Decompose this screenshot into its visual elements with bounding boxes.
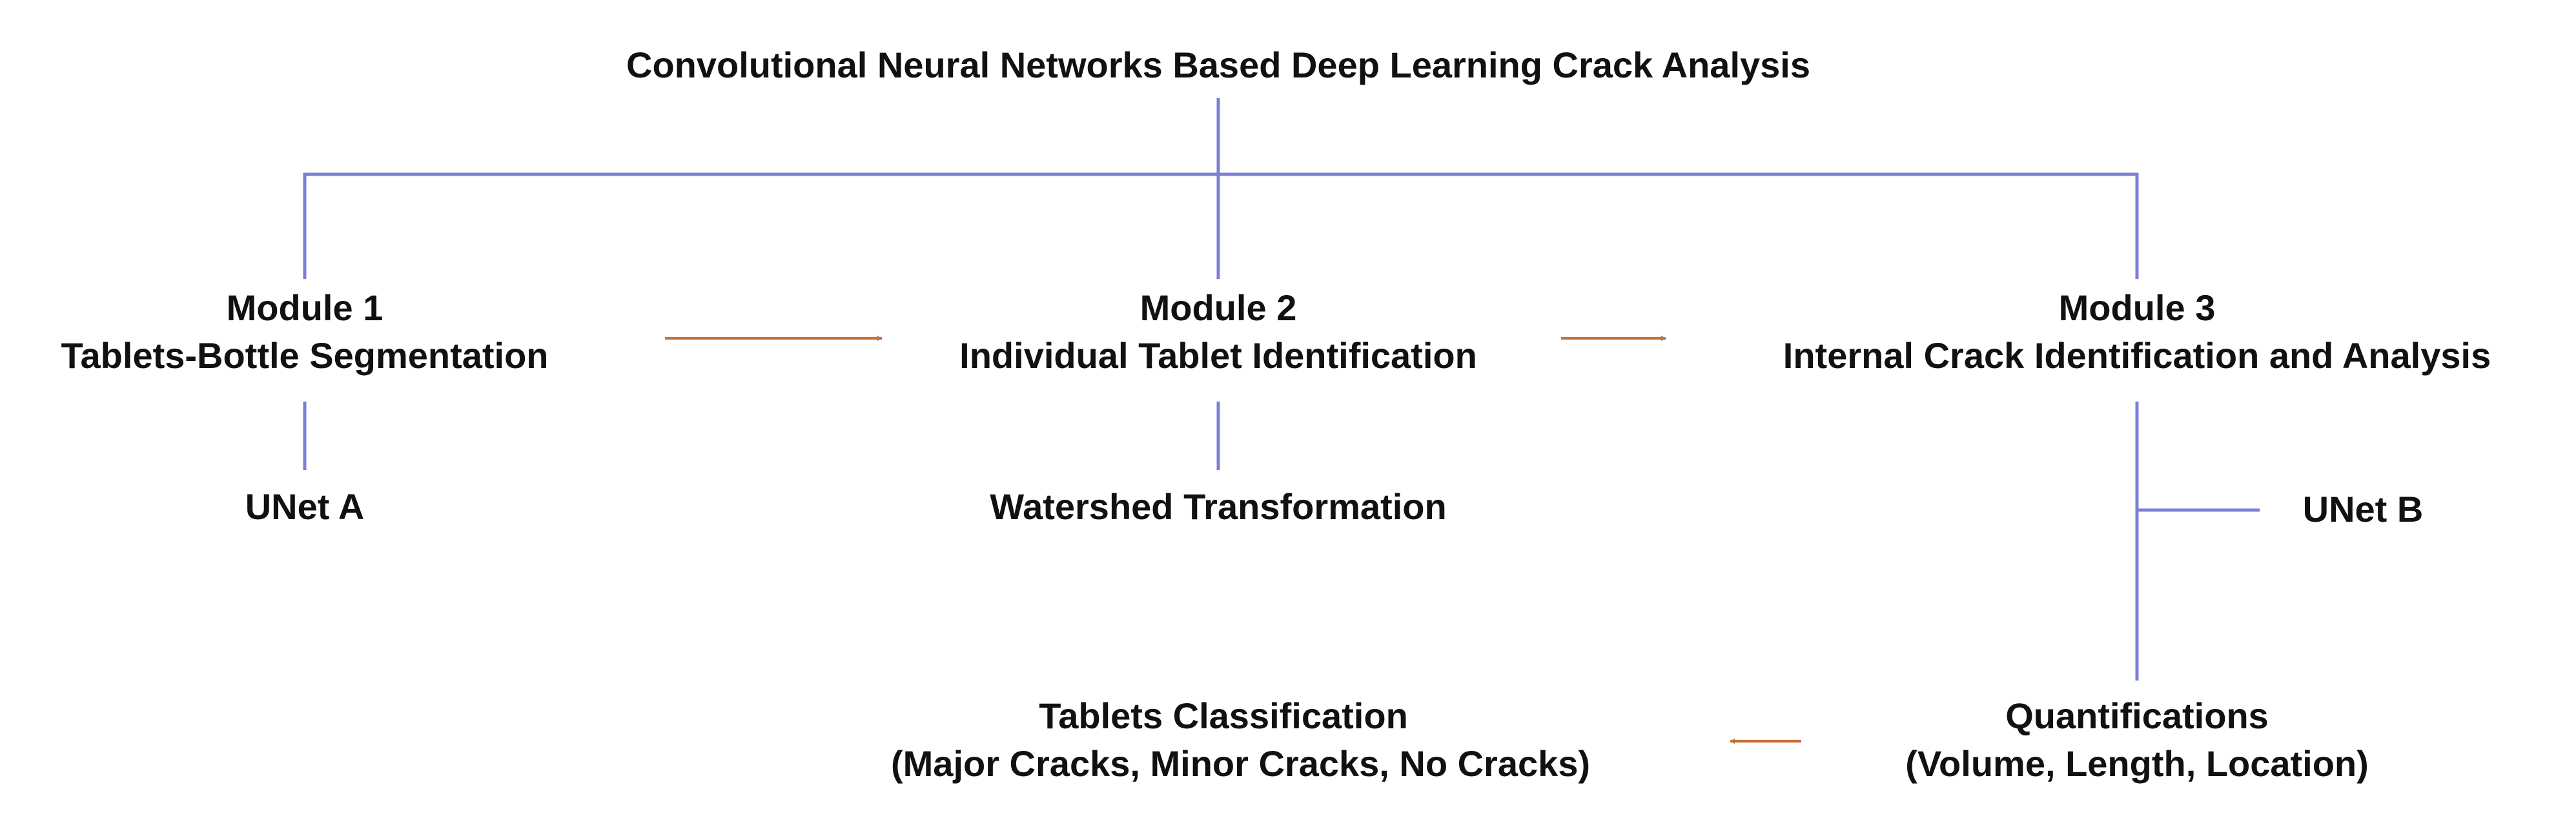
module3-name: Module 3 (2058, 287, 2216, 328)
module3-method: UNet B (2302, 489, 2424, 529)
module1-method: UNet A (245, 486, 365, 527)
quantifications-title: Quantifications (2005, 695, 2269, 736)
module2-description: Individual Tablet Identification (959, 335, 1477, 376)
diagram-title: Convolutional Neural Networks Based Deep… (626, 45, 1810, 85)
classification-node: Tablets Classification (Major Cracks, Mi… (891, 692, 1591, 788)
module2-node: Module 2 Individual Tablet Identificatio… (895, 284, 1541, 380)
module2-method: Watershed Transformation (990, 486, 1447, 527)
module1-name: Module 1 (226, 287, 383, 328)
classification-details: (Major Cracks, Minor Cracks, No Cracks) (891, 743, 1591, 784)
module3-node: Module 3 Internal Crack Identification a… (1717, 284, 2557, 380)
module1-description: Tablets-Bottle Segmentation (61, 335, 549, 376)
module1-node: Module 1 Tablets-Bottle Segmentation (14, 284, 595, 380)
classification-title: Tablets Classification (1039, 695, 1408, 736)
module2-name: Module 2 (1140, 287, 1297, 328)
module3-description: Internal Crack Identification and Analys… (1783, 335, 2491, 376)
quantifications-details: (Volume, Length, Location) (1905, 743, 2369, 784)
quantifications-node: Quantifications (Volume, Length, Locatio… (1814, 692, 2460, 788)
